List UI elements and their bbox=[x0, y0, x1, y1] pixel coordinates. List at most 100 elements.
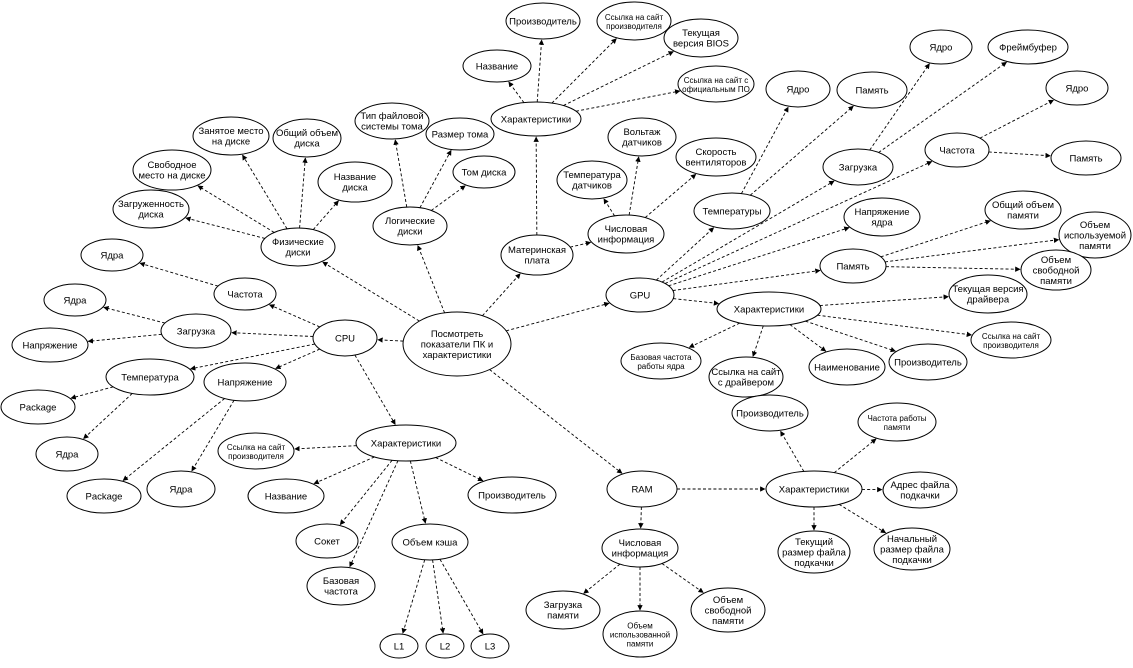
node-ellipse bbox=[402, 311, 512, 377]
node-ellipse bbox=[105, 358, 195, 396]
node-label-line: версия BIOS bbox=[673, 39, 729, 50]
node-label-line: Память bbox=[855, 85, 888, 96]
node-ellipse bbox=[693, 192, 771, 230]
edge-cpu_char-to-cpu_char_cache bbox=[409, 460, 427, 524]
node-label-line: CPU bbox=[335, 333, 355, 344]
edge-mb-to-mb_char bbox=[533, 136, 539, 236]
node-cpu-freq: Частота bbox=[213, 277, 277, 311]
edge-cpu_load-to-cpu_load_cores bbox=[103, 305, 166, 324]
node-label-line: Напряжение bbox=[854, 207, 909, 218]
node-label: Package bbox=[20, 402, 57, 413]
node-label-line: Память bbox=[836, 261, 869, 272]
edge-mb_char-to-mb_mfr bbox=[536, 39, 544, 103]
edge-cpu_char-to-cpu_char_basefreq bbox=[349, 460, 399, 568]
node-label: L3 bbox=[485, 641, 496, 652]
node-ram-char: Характеристики bbox=[765, 470, 863, 508]
node-ellipse bbox=[819, 248, 887, 284]
node-label: CPU bbox=[335, 333, 355, 344]
node-label-line: ядра bbox=[871, 218, 893, 229]
node-label-line: подкачки bbox=[794, 558, 834, 569]
node-label-line: Производитель bbox=[509, 16, 577, 27]
edge-logical-to-log_vol bbox=[431, 185, 466, 211]
node-gpu-load: Загрузка bbox=[822, 148, 894, 186]
node-ellipse bbox=[355, 424, 457, 462]
edge-root-to-ram bbox=[489, 369, 623, 474]
node-label: Ядро bbox=[930, 42, 953, 53]
node-label-line: Частота bbox=[227, 289, 263, 300]
node-label-line: Загрузка bbox=[839, 162, 878, 173]
node-cpu-volt-cores: Ядра bbox=[146, 470, 216, 508]
node-label-line: место на диске bbox=[138, 171, 205, 182]
node-label-line: плата bbox=[524, 256, 550, 267]
edge-mb_num-to-mb_volt bbox=[628, 156, 641, 216]
node-label-line: Температуры bbox=[702, 206, 761, 217]
node-ellipse bbox=[675, 137, 757, 177]
node-ellipse bbox=[708, 356, 784, 398]
node-ellipse bbox=[192, 116, 270, 156]
node-label: Характеристики bbox=[371, 438, 441, 449]
node-label: Название bbox=[265, 491, 307, 502]
node-label-line: характеристики bbox=[423, 350, 492, 361]
node-label-line: памяти bbox=[1079, 241, 1111, 252]
node-label-line: Напряжение bbox=[217, 377, 272, 388]
node-label-line: производителя bbox=[983, 341, 1039, 350]
node-label-line: памяти bbox=[627, 639, 654, 648]
node-ellipse bbox=[716, 291, 822, 327]
node-ellipse bbox=[808, 348, 886, 386]
node-label: Том диска bbox=[462, 167, 507, 178]
edge-cpu_char-to-cpu_char_mfr bbox=[435, 457, 484, 482]
node-label-line: Объем bbox=[1041, 255, 1071, 266]
node-label: Package bbox=[86, 491, 123, 502]
node-label: Температуры bbox=[702, 206, 761, 217]
node-label: Напряжение bbox=[217, 377, 272, 388]
node-label-line: Память bbox=[1069, 153, 1102, 164]
node-ellipse bbox=[596, 1, 672, 41]
edge-gpu_char-to-gpu_link bbox=[817, 314, 973, 338]
edge-gpu_char-to-gpu_drv bbox=[819, 294, 949, 306]
node-label: Ядро bbox=[1066, 83, 1089, 94]
edge-cpu_load-to-cpu_load_volt bbox=[87, 333, 162, 344]
node-label: Характеристики bbox=[734, 304, 804, 315]
node-ellipse bbox=[372, 206, 448, 246]
edge-disks-to-disk_load bbox=[185, 216, 266, 239]
edge-mb_num-to-mb_temp bbox=[603, 198, 615, 217]
edge-gpu_freq-to-gpu_freq_mem bbox=[988, 151, 1051, 159]
node-label-line: Package bbox=[20, 402, 57, 413]
node-ram-mfr: Производитель bbox=[731, 394, 809, 432]
node-gpu-temps-core: Ядро bbox=[765, 70, 831, 108]
node-label-line: Числовая bbox=[619, 538, 662, 549]
node-label-line: Числовая bbox=[605, 224, 648, 235]
edge-gpu_freq-to-gpu_freq_core bbox=[979, 99, 1055, 139]
node-ellipse bbox=[213, 277, 277, 311]
edge-disks-to-disk_free bbox=[197, 185, 275, 233]
edge-cpu_char_cache-to-cpu_cache_l1 bbox=[401, 559, 426, 634]
node-label-line: свободной bbox=[1033, 265, 1080, 276]
node-label-line: Ядро bbox=[930, 42, 953, 53]
node-label-line: Размер тома bbox=[432, 129, 489, 140]
node-ellipse bbox=[379, 633, 419, 659]
edge-gpu_temps-to-gpu_temps_core bbox=[741, 106, 789, 194]
edge-ram_char-to-ram_init bbox=[838, 503, 887, 534]
node-ellipse bbox=[836, 71, 908, 109]
node-label-line: Package bbox=[86, 491, 123, 502]
edge-gpu_char-to-gpu_mfr bbox=[805, 320, 896, 353]
